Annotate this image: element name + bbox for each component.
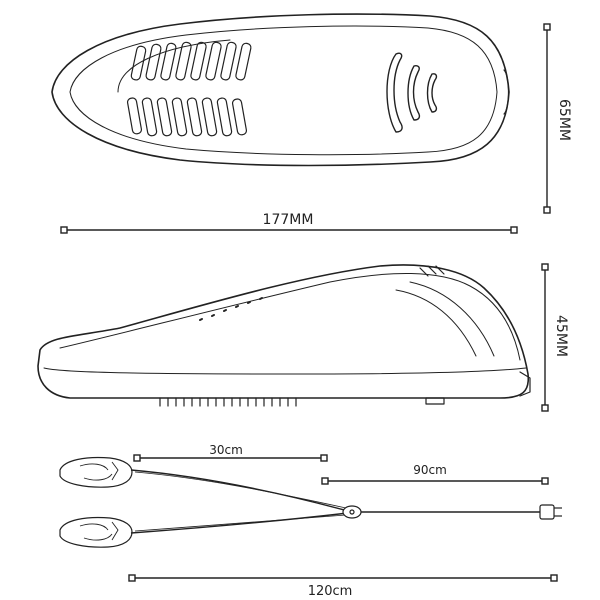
heel-tab [503, 69, 510, 115]
side-view-base-band [43, 367, 527, 375]
dimension-line-cable-long [321, 477, 549, 485]
vent-slots-upper [130, 41, 252, 81]
dimension-label-length: 177MM [263, 212, 314, 228]
dimension-label-cable-long: 90cm [413, 463, 447, 477]
top-view-outline [51, 13, 510, 167]
side-view-inner-curve-2 [409, 281, 495, 357]
dimension-line-cable-total [128, 574, 558, 582]
mini-dryer-upper [59, 456, 133, 488]
dimension-label-cable-short: 30cm [209, 443, 243, 457]
dimension-line-length [60, 226, 518, 234]
side-view-heel-end [519, 371, 531, 397]
top-view-inner-rim [69, 25, 498, 156]
mini-dryer-lower [59, 516, 133, 548]
dimension-line-height [541, 263, 549, 412]
dimension-line-width [543, 23, 551, 214]
cable-splitter [342, 505, 362, 519]
dimension-label-width: 65MM [556, 99, 572, 141]
side-view-shell-contour [59, 272, 521, 361]
power-plug [539, 504, 562, 520]
power-cable [130, 469, 540, 534]
side-view-vent-dots [199, 297, 263, 321]
side-view-bottom-ridges [159, 397, 297, 407]
side-view [37, 264, 531, 407]
dimension-line-cable-short [133, 454, 328, 462]
side-view-foot-pad [425, 397, 445, 405]
side-view-inner-curve [395, 289, 477, 357]
vent-slots-lower [126, 97, 248, 137]
dimension-label-cable-total: 120cm [308, 584, 353, 599]
top-view [51, 13, 510, 167]
heel-vents [386, 52, 438, 133]
top-view-front-contour [117, 39, 231, 93]
side-view-outline [37, 264, 530, 399]
side-view-heel-vents [419, 265, 445, 277]
dimension-label-height: 45MM [553, 315, 569, 357]
